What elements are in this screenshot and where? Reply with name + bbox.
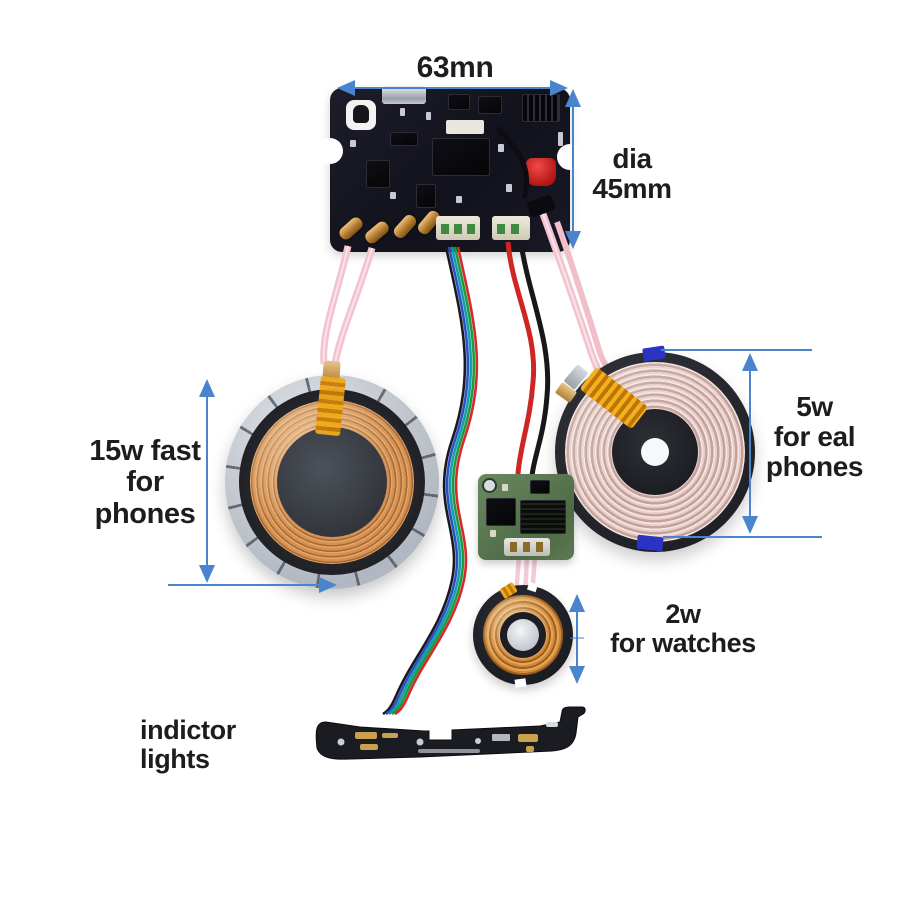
strip-mark (546, 722, 558, 727)
coil2-center (507, 619, 539, 651)
coil15-line2: for (126, 466, 164, 499)
strip-hole (475, 738, 481, 744)
connector-pin (497, 224, 505, 234)
smd-pad (506, 184, 512, 192)
coil-2w (473, 581, 573, 688)
screw-hole (482, 478, 497, 493)
main-ic-chip (432, 138, 490, 176)
coil2-line2: for watches (610, 628, 756, 659)
smd-pad (456, 196, 462, 203)
ic-chip (390, 132, 418, 146)
label-coil2: 2w for watches (598, 599, 768, 659)
coil2-line1: 2w (665, 599, 701, 629)
label-board-width: 63mn (380, 51, 530, 84)
board-dia-line1: dia (612, 143, 652, 174)
connector-pin (523, 542, 530, 552)
indicator-text: indictor lights (140, 715, 236, 775)
label-board-dia: dia 45mm (576, 143, 688, 205)
coil-15w (225, 360, 439, 589)
white-component (446, 120, 484, 134)
connector-pin (510, 542, 517, 552)
strip-hole (416, 738, 424, 746)
coil5-line1: 5w (796, 391, 833, 422)
smd-pad (426, 112, 431, 120)
indicator-light-strip (315, 706, 586, 760)
label-indicator: indictor lights (140, 715, 310, 775)
coil15-line3: phones (94, 497, 196, 530)
connector-pin (467, 224, 475, 234)
wire-connector-block (492, 216, 530, 240)
connector-pin (441, 224, 449, 234)
smd-pad (502, 484, 508, 491)
ic-chip (416, 184, 436, 208)
ic-chip (530, 480, 550, 494)
smd-pad (350, 140, 356, 147)
smd-pad (390, 192, 396, 199)
ic-chip (520, 500, 566, 534)
indicator-ribbon-cable (382, 246, 479, 716)
wire-connector-block (436, 216, 480, 240)
strip-white-text-mark (418, 749, 480, 753)
indicator-strip-body (315, 706, 586, 760)
smd-pad (558, 132, 563, 146)
connector-pin (511, 224, 519, 234)
watch-charger-sub-board (478, 474, 574, 560)
board-dia-line2: 45mm (592, 173, 672, 205)
connector-pin (536, 542, 543, 552)
red-black-wires-subboard (505, 241, 551, 477)
smd-pad (498, 144, 504, 152)
output-connector (504, 538, 550, 556)
coil5-center-hole (641, 438, 669, 466)
logo-glyph-icon (353, 105, 369, 123)
board-jumper-wire (495, 126, 530, 199)
ic-chip (478, 96, 502, 114)
coil5-line3: phones (765, 451, 864, 483)
coil5-line2: for eal (773, 421, 856, 453)
smd-pad (490, 530, 496, 537)
strip-silver-part (492, 734, 510, 741)
logo-mark (346, 100, 376, 130)
pink-wires-15w (320, 245, 376, 371)
coil15-center-magnet (277, 427, 387, 537)
board-width-text: 63mn (416, 51, 494, 84)
red-button (526, 158, 556, 186)
ic-chip (486, 498, 516, 526)
coil-5w (554, 345, 755, 552)
mounting-notch-left (317, 138, 343, 164)
coil15-line1: 15w fast (89, 435, 201, 467)
strip-gold-markings (355, 732, 538, 752)
ic-chip (366, 160, 390, 188)
strip-hole (337, 738, 345, 746)
connector-pin (454, 224, 462, 234)
smd-pad (400, 108, 405, 116)
label-coil15: 15w fast for phones (70, 435, 220, 530)
label-coil5: 5w for eal phones (752, 391, 877, 483)
